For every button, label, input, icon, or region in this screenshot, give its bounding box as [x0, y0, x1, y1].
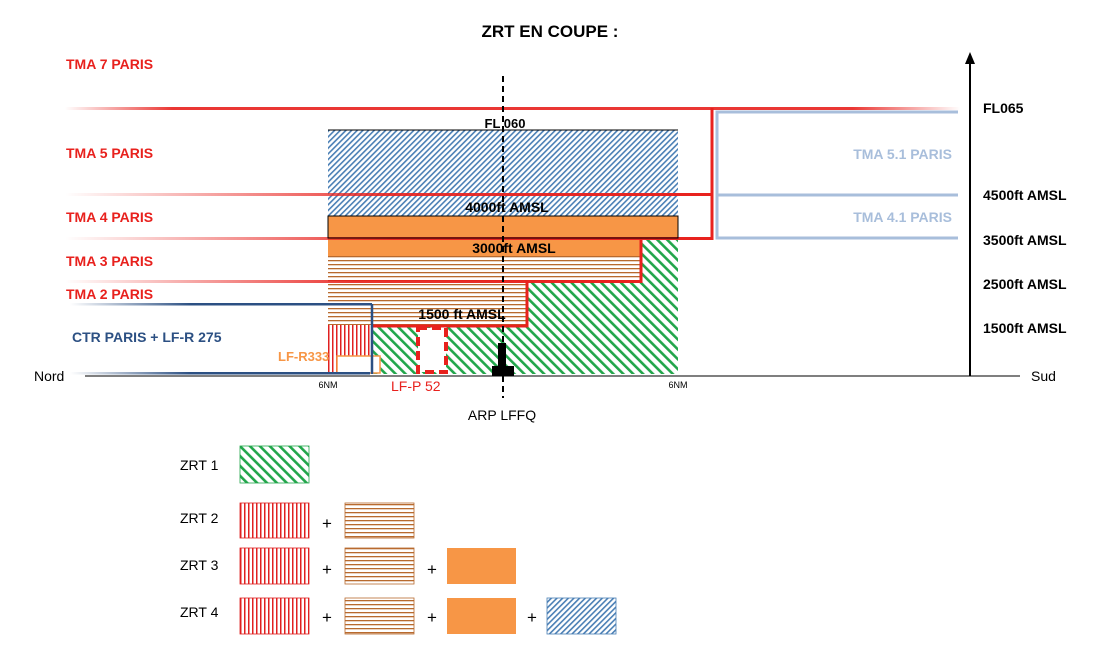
label-lf-r333: LF-R333 — [278, 349, 329, 364]
ctr-top-line — [70, 303, 372, 306]
tma2-boundary — [372, 281, 529, 328]
legend-plus: + — [427, 608, 437, 627]
label-sud: Sud — [1031, 368, 1056, 384]
legend-label-zrt3: ZRT 3 — [180, 557, 219, 573]
legend-label-zrt4: ZRT 4 — [180, 604, 219, 620]
legend-swatch-green — [239, 445, 310, 484]
label-tma7: TMA 7 PARIS — [66, 56, 153, 72]
legend-label-zrt2: ZRT 2 — [180, 510, 219, 526]
legend-swatch-orange — [447, 548, 516, 584]
diagram-title: ZRT EN COUPE : — [482, 22, 619, 41]
inner-3000: 3000ft AMSL — [472, 240, 556, 256]
label-lf-p52: LF-P 52 — [391, 378, 441, 394]
legend-swatch-brown-horiz — [344, 547, 415, 585]
label-tma51: TMA 5.1 PARIS — [853, 146, 952, 162]
label-tma4: TMA 4 PARIS — [66, 209, 153, 225]
zone-orange-lower — [328, 238, 640, 256]
legend-swatch-red-vert — [239, 597, 310, 635]
alt-2500: 2500ft AMSL — [983, 276, 1067, 292]
ctr-ground-line — [70, 372, 370, 375]
legend-swatch-red-vert — [239, 547, 310, 585]
alt-4500: 4500ft AMSL — [983, 187, 1067, 203]
lf-r333-box — [336, 355, 381, 374]
legend-plus: + — [427, 560, 437, 579]
legend-swatch-red-vert — [239, 502, 310, 539]
inner-fl060: FL 060 — [485, 116, 526, 131]
tma5-boundary-line — [65, 193, 713, 196]
label-tma2: TMA 2 PARIS — [66, 286, 153, 302]
label-nord: Nord — [34, 368, 64, 384]
legend-plus: + — [527, 608, 537, 627]
tma41-box — [715, 193, 958, 240]
legend-swatch-brown-horiz — [344, 502, 415, 539]
label-tma3: TMA 3 PARIS — [66, 253, 153, 269]
tma3-boundary-line — [65, 280, 642, 283]
legend-swatch-brown-horiz — [344, 597, 415, 635]
legend-swatch-blue — [546, 597, 617, 635]
inner-4000: 4000ft AMSL — [465, 199, 549, 215]
lf-p52-box — [416, 326, 448, 374]
label-6nm-right: 6NM — [668, 380, 687, 390]
label-ctr: CTR PARIS + LF-R 275 — [72, 329, 222, 345]
altitude-axis-arrow-icon — [965, 52, 975, 64]
alt-fl065: FL065 — [983, 100, 1024, 116]
legend-label-zrt1: ZRT 1 — [180, 457, 219, 473]
arp-symbol-icon — [492, 343, 514, 376]
inner-1500: 1500 ft AMSL — [418, 306, 506, 322]
legend-plus: + — [322, 514, 332, 533]
label-tma41: TMA 4.1 PARIS — [853, 209, 952, 225]
label-6nm-left: 6NM — [318, 380, 337, 390]
alt-3500: 3500ft AMSL — [983, 232, 1067, 248]
label-tma5: TMA 5 PARIS — [66, 145, 153, 161]
alt-1500: 1500ft AMSL — [983, 320, 1067, 336]
label-arp: ARP LFFQ — [468, 407, 536, 423]
legend: ZRT 1 ZRT 2 + ZRT 3 + + ZRT 4 + + + — [180, 445, 617, 635]
legend-swatch-orange — [447, 598, 516, 634]
legend-plus: + — [322, 608, 332, 627]
legend-plus: + — [322, 560, 332, 579]
tma7-boundary-line — [65, 107, 960, 110]
zone-brown-horiz — [328, 256, 640, 282]
zone-green-hatch — [372, 238, 678, 374]
